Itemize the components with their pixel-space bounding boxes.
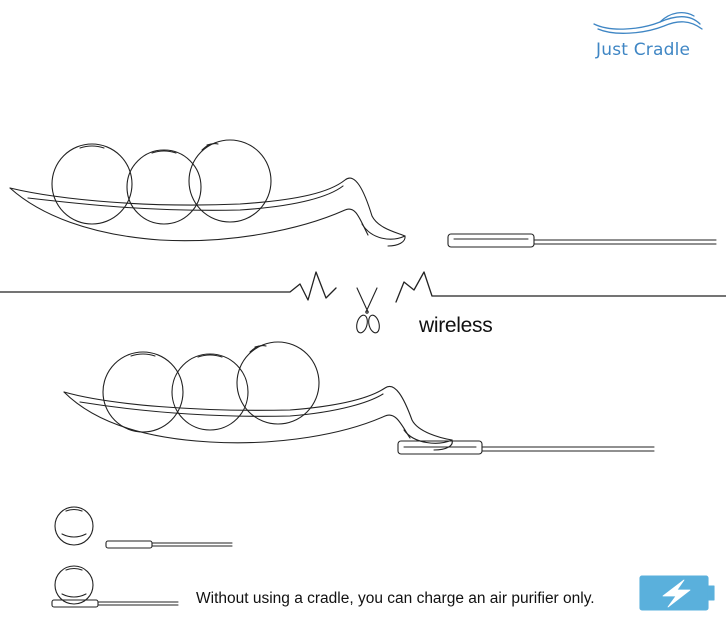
brand-logo-text: Just Cradle [596, 40, 691, 60]
logo-wave-icon [593, 11, 703, 34]
charging-pad [51, 599, 179, 608]
air-purifier-sphere [102, 351, 184, 433]
wireless-label: wireless [419, 314, 493, 337]
air-purifier-sphere [171, 353, 249, 431]
air-purifier-sphere [188, 139, 272, 223]
purifier-on-pad [51, 565, 179, 608]
charging-pad [105, 540, 233, 549]
scissors-icon [356, 287, 380, 334]
air-purifier-sphere [126, 149, 202, 225]
air-purifier-sphere [54, 565, 94, 605]
air-purifier-sphere [54, 506, 94, 546]
cradle-with-purifiers-top [9, 139, 717, 248]
leaf-cradle [63, 385, 453, 451]
cradle-with-purifiers-bottom [63, 341, 655, 455]
battery-charging-icon [639, 575, 715, 611]
cut-wire [0, 271, 726, 303]
charging-pad [447, 233, 717, 248]
charging-pad [397, 440, 655, 455]
purifier-beside-pad [54, 506, 233, 549]
leaf-cradle [9, 177, 406, 247]
air-purifier-sphere [236, 341, 320, 425]
air-purifier-sphere [51, 143, 133, 225]
caption-text: Without using a cradle, you can charge a… [196, 590, 595, 607]
